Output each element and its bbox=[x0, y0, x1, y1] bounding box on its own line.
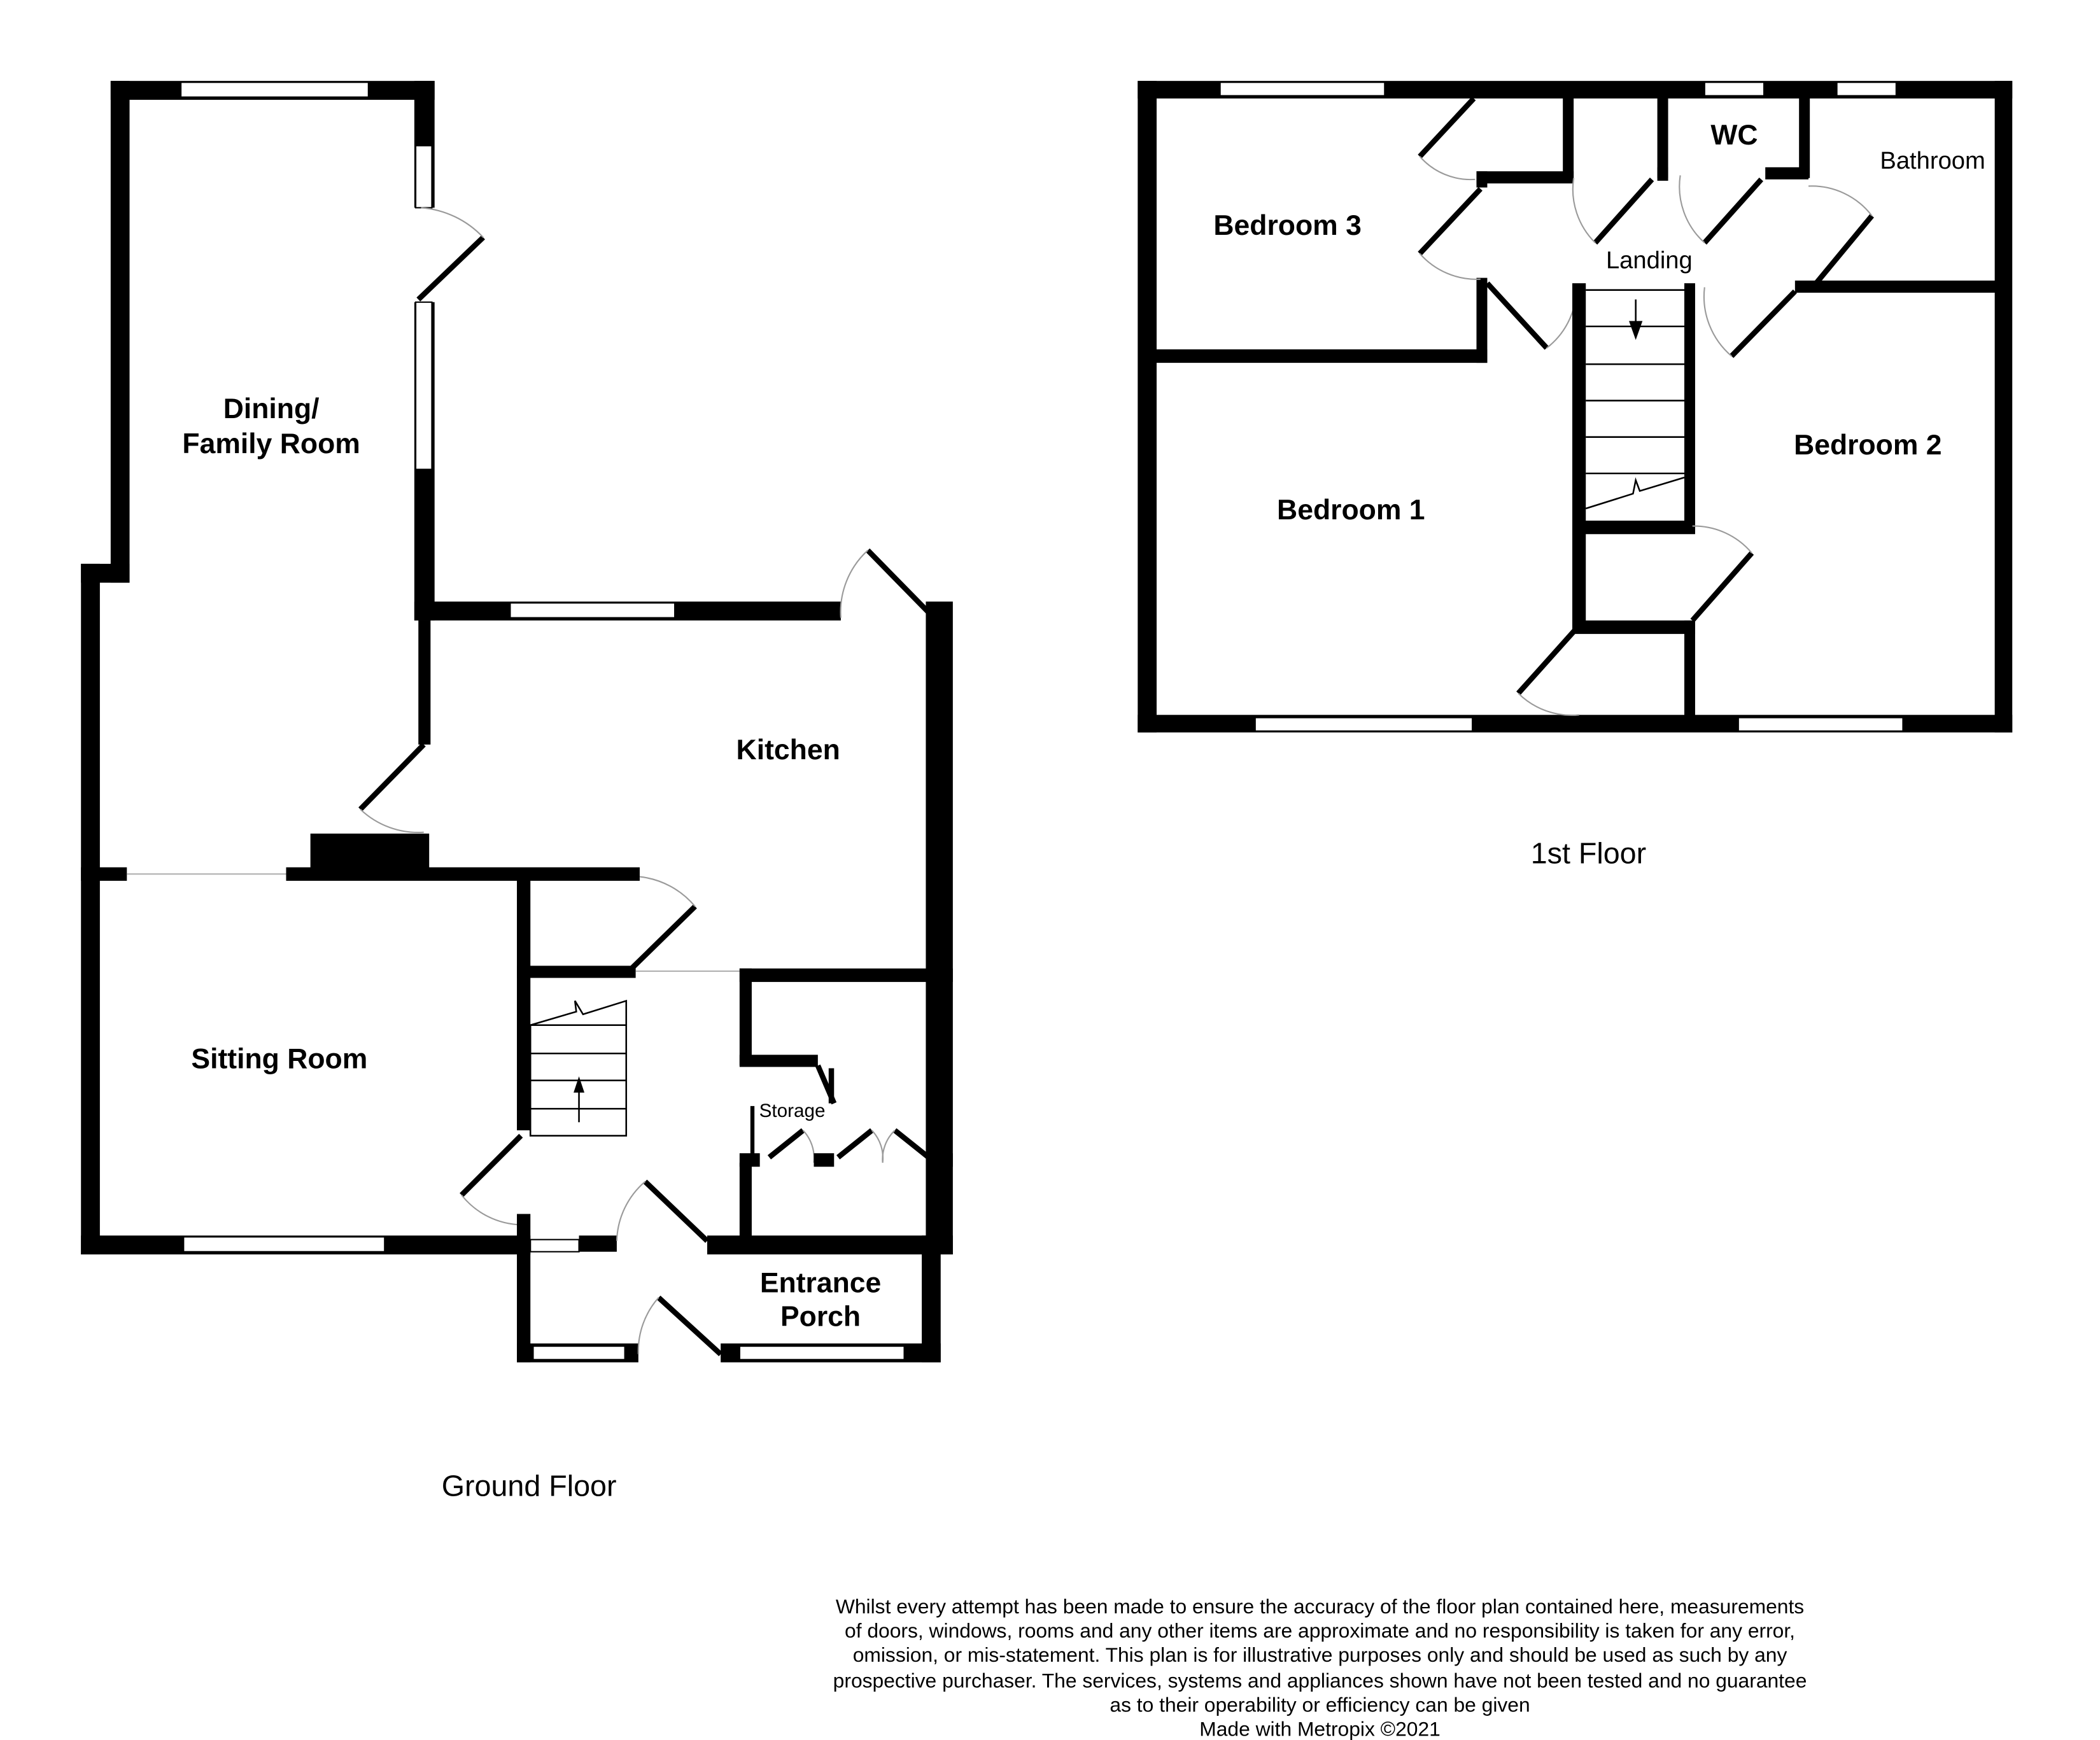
room-label-bedroom-1: Bedroom 1 bbox=[1277, 495, 1425, 526]
window bbox=[1737, 717, 1904, 732]
door bbox=[1593, 178, 1654, 245]
room-label-porch: Porch bbox=[780, 1301, 861, 1332]
door bbox=[643, 1179, 709, 1243]
door bbox=[656, 1295, 723, 1356]
door bbox=[1418, 96, 1476, 158]
disclaimer: Whilst every attempt has been made to en… bbox=[833, 1595, 1807, 1740]
room-label-landing: Landing bbox=[1606, 247, 1693, 274]
door bbox=[358, 742, 426, 811]
door bbox=[1485, 281, 1549, 350]
window bbox=[414, 144, 433, 209]
door bbox=[1516, 626, 1579, 696]
room-label-storage: Storage bbox=[759, 1100, 826, 1121]
staircase bbox=[1585, 289, 1685, 510]
room-label-kitchen: Kitchen bbox=[736, 734, 840, 766]
door bbox=[1702, 178, 1763, 245]
room-label-dining: Dining/ bbox=[223, 393, 320, 424]
room-label-sitting-room: Sitting Room bbox=[191, 1044, 367, 1075]
room-label-bedroom-2: Bedroom 2 bbox=[1794, 430, 1941, 461]
window bbox=[183, 1236, 386, 1252]
door bbox=[460, 1133, 523, 1197]
door bbox=[1690, 551, 1754, 622]
window bbox=[1219, 81, 1386, 97]
room-label-family-room: Family Room bbox=[182, 428, 360, 460]
door bbox=[1812, 214, 1874, 288]
first-floor-plan: Bedroom 3 WC Bathroom Landing Bedroom 1 … bbox=[1138, 81, 2013, 869]
room-label-entrance: Entrance bbox=[760, 1267, 881, 1298]
door bbox=[416, 235, 485, 302]
room-label-bedroom-3: Bedroom 3 bbox=[1213, 210, 1361, 241]
window bbox=[1836, 81, 1897, 97]
window bbox=[414, 301, 433, 470]
credit-text: Made with Metropix ©2021 bbox=[1199, 1718, 1441, 1740]
window bbox=[738, 1345, 905, 1361]
ground-floor-title: Ground Floor bbox=[442, 1469, 617, 1502]
arrow-down-icon bbox=[1629, 321, 1643, 340]
door bbox=[1730, 289, 1797, 358]
window bbox=[509, 602, 676, 619]
disclaimer-line: as to their operability or efficiency ca… bbox=[1110, 1693, 1530, 1716]
window bbox=[1703, 81, 1765, 97]
window bbox=[1254, 717, 1474, 732]
first-floor-title: 1st Floor bbox=[1531, 836, 1646, 869]
door bbox=[866, 548, 933, 617]
disclaimer-line: of doors, windows, rooms and any other i… bbox=[845, 1619, 1795, 1642]
door bbox=[630, 904, 697, 971]
disclaimer-line: omission, or mis-statement. This plan is… bbox=[853, 1643, 1787, 1666]
ground-floor-plan: Dining/ Family Room Kitchen Sitting Room… bbox=[81, 81, 953, 1502]
window bbox=[530, 1238, 580, 1252]
window bbox=[532, 1345, 626, 1361]
disclaimer-line: Whilst every attempt has been made to en… bbox=[836, 1595, 1804, 1618]
window bbox=[180, 81, 369, 98]
staircase bbox=[529, 999, 628, 1137]
room-label-wc: WC bbox=[1710, 120, 1758, 151]
chimney-breast bbox=[310, 833, 430, 872]
disclaimer-line: prospective purchaser. The services, sys… bbox=[833, 1669, 1807, 1692]
room-label-bathroom: Bathroom bbox=[1880, 147, 1985, 174]
arrow-up-icon bbox=[574, 1076, 585, 1093]
door bbox=[1418, 186, 1483, 256]
